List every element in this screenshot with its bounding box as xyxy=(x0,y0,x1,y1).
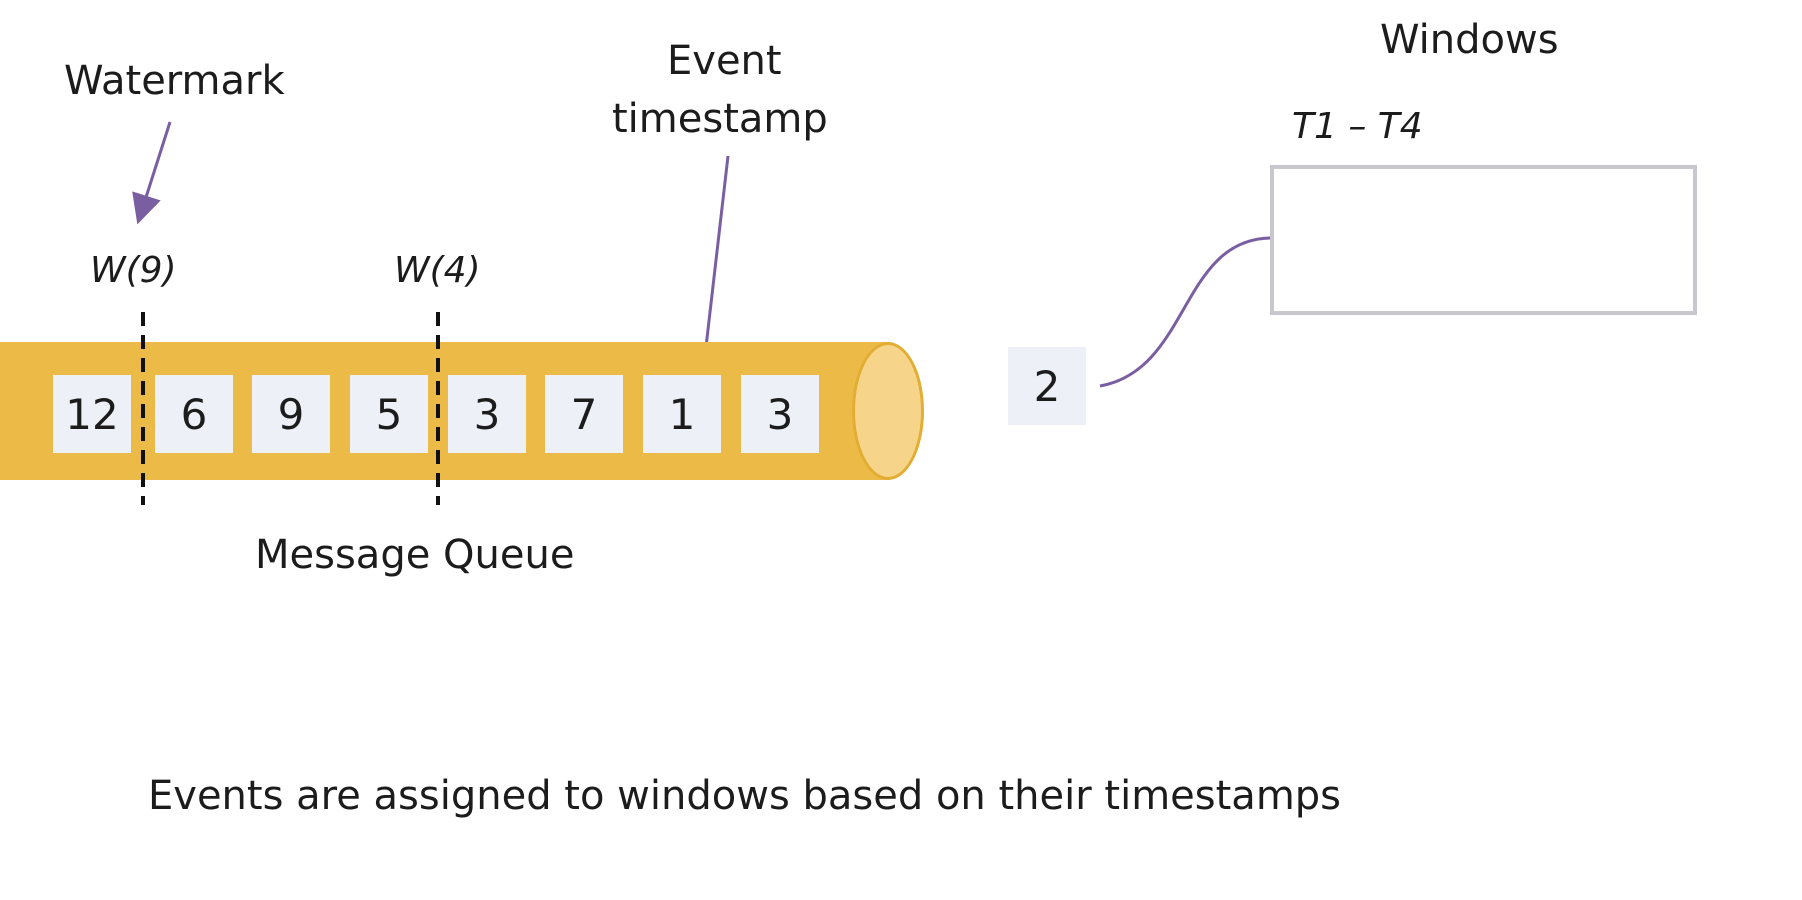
window-range-label: T1 – T4 xyxy=(1292,106,1423,147)
queue-event: 12 xyxy=(53,375,131,453)
queue-event: 5 xyxy=(350,375,428,453)
watermark-label: Watermark xyxy=(64,58,285,104)
watermark-w9-label: W(9) xyxy=(90,250,177,291)
queue-event: 3 xyxy=(448,375,526,453)
timestamp-pointer-arrow xyxy=(690,155,730,385)
diagram-caption: Events are assigned to windows based on … xyxy=(148,773,1342,819)
queue-event: 1 xyxy=(643,375,721,453)
timestamp-label: timestamp xyxy=(612,96,828,142)
message-queue-cap xyxy=(852,342,924,480)
queue-event: 7 xyxy=(545,375,623,453)
watermark-pointer-arrow xyxy=(132,121,172,225)
queue-event: 9 xyxy=(252,375,330,453)
windows-label: Windows xyxy=(1380,17,1559,63)
watermark-w4-label: W(4) xyxy=(394,250,481,291)
queue-event: 3 xyxy=(741,375,819,453)
incoming-event: 2 xyxy=(1008,347,1086,425)
assign-to-window-arrow xyxy=(1099,221,1332,388)
window-t1-t4 xyxy=(1270,165,1697,315)
message-queue-label: Message Queue xyxy=(255,532,575,578)
event-label: Event xyxy=(667,38,782,84)
queue-event: 6 xyxy=(155,375,233,453)
